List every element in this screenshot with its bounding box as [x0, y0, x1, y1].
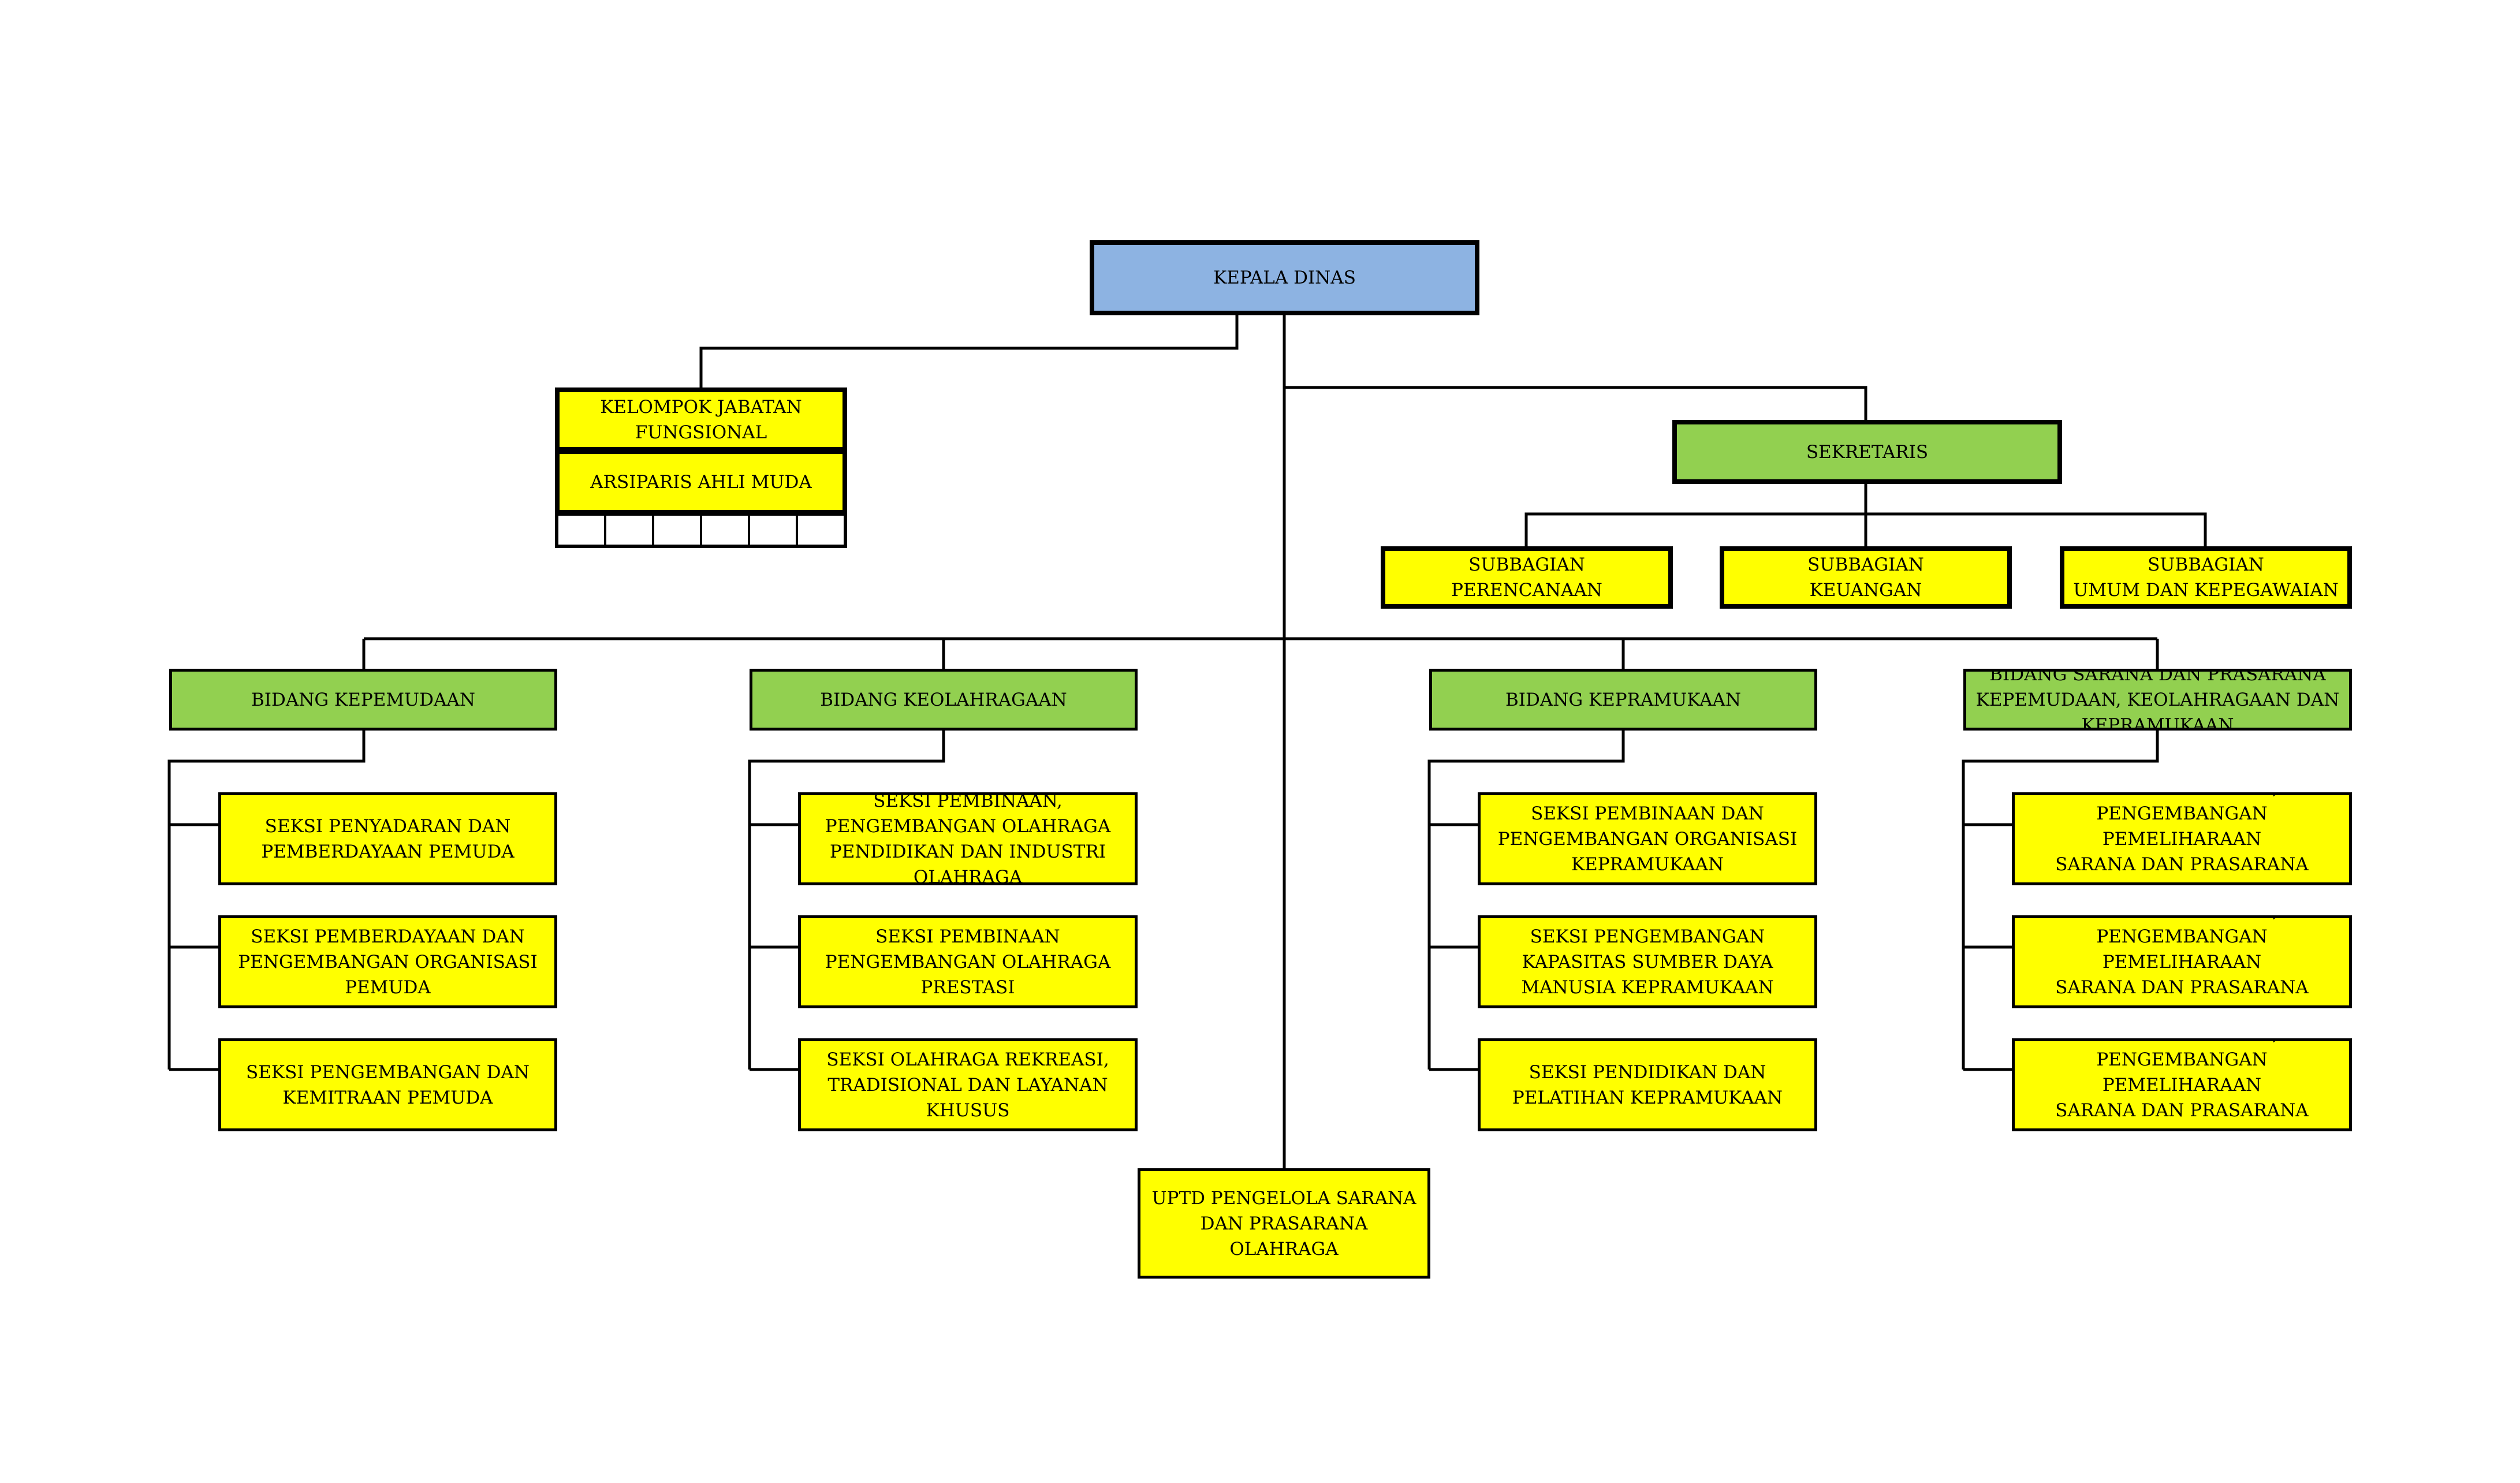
- section-label: SEKSI PENGADAAN, PENGEMBANGAN PEMELIHARA…: [2055, 795, 2309, 882]
- section-box: SEKSI PENGADAAN, PENGEMBANGAN PEMELIHARA…: [2012, 792, 2352, 885]
- section-box: SEKSI PENDIDIKAN DAN PELATIHAN KEPRAMUKA…: [1478, 1038, 1817, 1131]
- section-label: SEKSI PEMBINAAN PENGEMBANGAN OLAHRAGA PR…: [825, 926, 1111, 998]
- section-box: SEKSI PEMBINAAN, PENGEMBANGAN OLAHRAGA P…: [798, 792, 1138, 885]
- section-box: SEKSI OLAHRAGA REKREASI, TRADISIONAL DAN…: [798, 1038, 1138, 1131]
- section-box: SEKSI PENGADAAN, PENGEMBANGAN PEMELIHARA…: [2012, 1038, 2352, 1131]
- empty-cell: [654, 516, 702, 545]
- division-sports-box: BIDANG KEOLAHRAGAAN: [750, 669, 1138, 731]
- division-facilities-box: BIDANG SARANA DAN PRASARANA KEPEMUDAAN, …: [1963, 669, 2352, 731]
- division-label: BIDANG KEPEMUDAAN: [251, 689, 475, 710]
- functional-position-label: ARSIPARIS AHLI MUDA: [590, 471, 812, 493]
- section-label: SEKSI PENGEMBANGAN DAN KEMITRAAN PEMUDA: [246, 1061, 530, 1108]
- section-label: SEKSI PENGADAAN, PENGEMBANGAN PEMELIHARA…: [2055, 918, 2309, 1005]
- functional-empty-cells: [555, 512, 847, 548]
- uptd-box: UPTD PENGELOLA SARANA DAN PRASARANA OLAH…: [1138, 1168, 1430, 1279]
- functional-group-box: KELOMPOK JABATAN FUNGSIONAL: [555, 387, 847, 452]
- section-label: SEKSI PEMBINAAN DAN PENGEMBANGAN ORGANIS…: [1497, 803, 1798, 875]
- subunit-label: SUBBAGIAN KEUANGAN: [1807, 554, 1924, 601]
- section-label: SEKSI PENYADARAN DAN PEMBERDAYAAN PEMUDA: [261, 815, 515, 862]
- uptd-label: UPTD PENGELOLA SARANA DAN PRASARANA OLAH…: [1151, 1187, 1416, 1260]
- section-label: SEKSI PENDIDIKAN DAN PELATIHAN KEPRAMUKA…: [1512, 1061, 1783, 1108]
- division-label: BIDANG SARANA DAN PRASARANA KEPEMUDAAN, …: [1975, 669, 2340, 731]
- division-scouting-box: BIDANG KEPRAMUKAAN: [1429, 669, 1817, 731]
- section-box: SEKSI PENGADAAN, PENGEMBANGAN PEMELIHARA…: [2012, 915, 2352, 1008]
- section-box: SEKSI PEMBINAAN PENGEMBANGAN OLAHRAGA PR…: [798, 915, 1138, 1008]
- head-label: KEPALA DINAS: [1213, 267, 1356, 288]
- division-label: BIDANG KEPRAMUKAAN: [1505, 689, 1742, 710]
- section-label: SEKSI PEMBERDAYAAN DAN PENGEMBANGAN ORGA…: [238, 926, 538, 998]
- section-box: SEKSI PEMBERDAYAAN DAN PENGEMBANGAN ORGA…: [218, 915, 557, 1008]
- subunit-label: SUBBAGIAN PERENCANAAN: [1451, 554, 1602, 601]
- functional-position-box: ARSIPARIS AHLI MUDA: [555, 449, 847, 515]
- subunit-general-box: SUBBAGIAN UMUM DAN KEPEGAWAIAN: [2060, 546, 2352, 609]
- division-youth-box: BIDANG KEPEMUDAAN: [169, 669, 557, 731]
- section-box: SEKSI PENGEMBANGAN DAN KEMITRAAN PEMUDA: [218, 1038, 557, 1131]
- section-label: SEKSI PENGADAAN, PENGEMBANGAN PEMELIHARA…: [2055, 1041, 2309, 1128]
- empty-cell: [606, 516, 654, 545]
- section-box: SEKSI PENGEMBANGAN KAPASITAS SUMBER DAYA…: [1478, 915, 1817, 1008]
- section-box: SEKSI PENYADARAN DAN PEMBERDAYAAN PEMUDA: [218, 792, 557, 885]
- empty-cell: [798, 516, 844, 545]
- section-label: SEKSI PEMBINAAN, PENGEMBANGAN OLAHRAGA P…: [825, 792, 1111, 885]
- section-label: SEKSI OLAHRAGA REKREASI, TRADISIONAL DAN…: [826, 1049, 1109, 1121]
- secretary-label: SEKRETARIS: [1806, 441, 1929, 463]
- subunit-planning-box: SUBBAGIAN PERENCANAAN: [1381, 546, 1673, 609]
- empty-cell: [558, 516, 606, 545]
- secretary-box: SEKRETARIS: [1672, 420, 2062, 484]
- section-label: SEKSI PENGEMBANGAN KAPASITAS SUMBER DAYA…: [1521, 926, 1774, 998]
- functional-group-label: KELOMPOK JABATAN FUNGSIONAL: [600, 396, 802, 443]
- empty-cell: [702, 516, 750, 545]
- subunit-label: SUBBAGIAN UMUM DAN KEPEGAWAIAN: [2073, 554, 2339, 601]
- section-box: SEKSI PEMBINAAN DAN PENGEMBANGAN ORGANIS…: [1478, 792, 1817, 885]
- head-box: KEPALA DINAS: [1090, 240, 1479, 315]
- subunit-finance-box: SUBBAGIAN KEUANGAN: [1720, 546, 2012, 609]
- division-label: BIDANG KEOLAHRAGAAN: [820, 689, 1067, 710]
- empty-cell: [750, 516, 798, 545]
